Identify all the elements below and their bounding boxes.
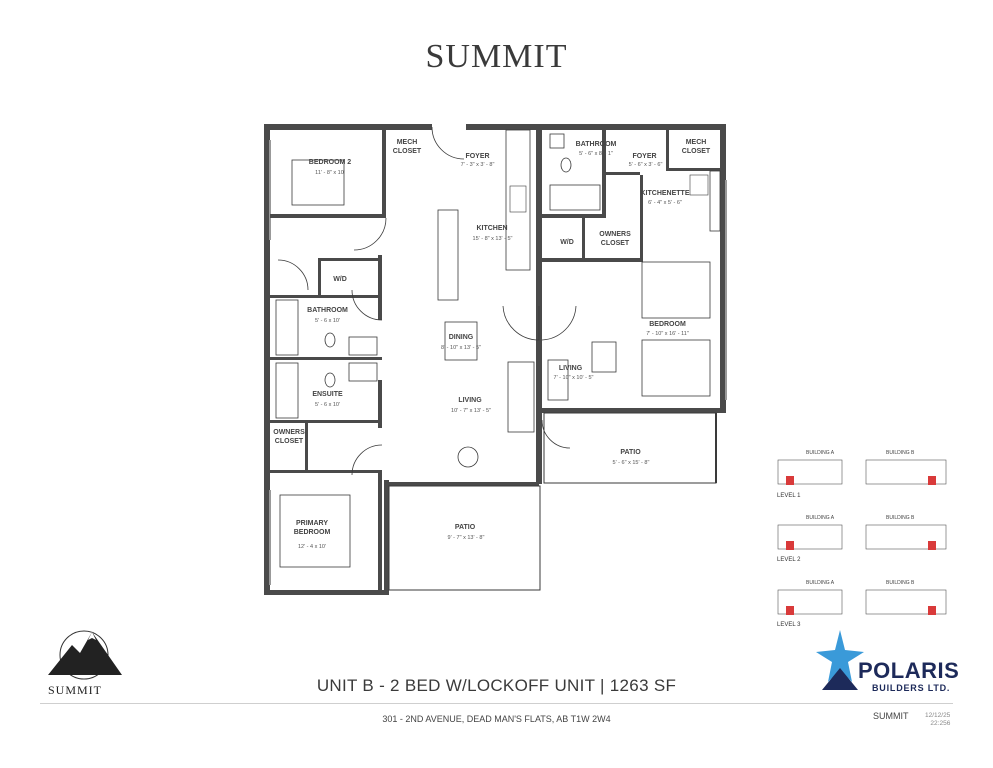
room-label-mech-right: MECH CLOSET [681, 139, 711, 155]
room-label-primary-bedroom: PRIMARY BEDROOM [293, 520, 331, 536]
room-label-mech-left: MECH CLOSET [392, 139, 422, 155]
key-level-1: LEVEL 1 [777, 493, 801, 499]
key-level-3: LEVEL 3 [777, 622, 801, 628]
key-label-building-b-1: BUILDING B [886, 450, 915, 456]
address: 301 - 2ND AVENUE, DEAD MAN'S FLATS, AB T… [382, 714, 611, 724]
key-label-building-a-3: BUILDING A [806, 580, 835, 586]
room-label-patio-left: PATIO [454, 524, 476, 531]
room-dim-bathroom-right: 5' - 6" x 8' - 1" [579, 151, 613, 157]
key-highlight-b1 [928, 476, 936, 485]
room-label-kitchen: KITCHEN [476, 225, 508, 232]
key-level-2: LEVEL 2 [777, 557, 801, 563]
key-label-building-a-2: BUILDING A [806, 515, 835, 521]
room-label-owners-closet-right: OWNERS CLOSET [599, 231, 631, 247]
room-dim-ensuite: 5' - 6 x 10' [314, 402, 341, 408]
room-label-bedroom2: BEDROOM 2 [308, 159, 352, 166]
footer-date: 12/12/25 22:256 [925, 712, 950, 728]
polaris-logo-subtitle: BUILDERS LTD. [872, 683, 951, 693]
room-dim-kitchenette: 6' - 4" x 5' - 6" [648, 200, 682, 206]
unit-description: UNIT B - 2 BED W/LOCKOFF UNIT | 1263 SF [316, 676, 677, 695]
polaris-star-icon [816, 630, 864, 690]
key-highlight-b3 [928, 606, 936, 615]
room-label-foyer-right: FOYER [632, 153, 657, 160]
room-label-owners-closet-left: OWNERS CLOSET [273, 429, 305, 445]
room-label-patio-right: PATIO [620, 449, 641, 456]
room-label-wd-right: W/D [560, 239, 574, 246]
room-dim-foyer-right: 5' - 6" x 3' - 6" [628, 162, 663, 168]
room-label-foyer-left: FOYER [465, 153, 490, 160]
footer-divider [40, 703, 953, 704]
room-label-dining: DINING [448, 334, 474, 341]
footer-date-value: 12/12/25 [925, 712, 951, 719]
room-label-bedroom-right: BEDROOM [649, 321, 686, 328]
room-dim-dining: 8' - 10" x 13' - 5" [441, 345, 481, 351]
mountain-logo-icon [48, 630, 122, 680]
key-label-building-b-2: BUILDING B [886, 515, 915, 521]
room-label-living-right: LIVING [558, 365, 583, 372]
room-dim-bathroom-left: 5' - 6 x 10' [314, 318, 341, 324]
key-highlight-a3 [786, 606, 794, 615]
page-title: SUMMIT [425, 38, 568, 75]
room-dim-patio-right: 5' - 6" x 15' - 8" [612, 460, 650, 466]
key-highlight-a1 [786, 476, 794, 485]
room-dim-kitchen: 15' - 8" x 13' - 5" [472, 236, 513, 242]
room-label-bathroom-right: BATHROOM [575, 141, 617, 148]
key-highlight-b2 [928, 541, 936, 550]
room-label-kitchenette: KITCHENETTE [640, 190, 690, 197]
footer-project-name: SUMMIT [873, 711, 909, 721]
key-label-building-a-1: BUILDING A [806, 450, 835, 456]
room-label-bathroom-left: BATHROOM [307, 307, 348, 314]
room-dim-bedroom2: 11' - 8" x 10' [315, 170, 345, 176]
room-dim-living-left: 10' - 7" x 13' - 5" [451, 408, 491, 414]
room-dim-foyer-left: 7' - 3" x 3' - 8" [460, 162, 495, 168]
key-highlight-a2 [786, 541, 794, 550]
room-label-wd-left: W/D [333, 276, 347, 283]
summit-logo-text: SUMMIT [48, 683, 103, 697]
room-dim-bedroom-right: 7' - 10" x 16' - 11" [646, 331, 689, 337]
room-label-living-left: LIVING [458, 397, 482, 404]
room-dim-living-right: 7' - 10" x 10' - 5" [553, 375, 594, 381]
key-label-building-b-3: BUILDING B [886, 580, 915, 586]
room-dim-primary-bedroom: 12' - 4 x 10' [297, 544, 327, 550]
footer-time-value: 22:256 [930, 720, 951, 727]
polaris-logo-name: POLARIS [858, 658, 960, 683]
room-dim-patio-left: 9' - 7" x 13' - 8" [447, 535, 485, 541]
room-label-ensuite: ENSUITE [312, 391, 343, 398]
